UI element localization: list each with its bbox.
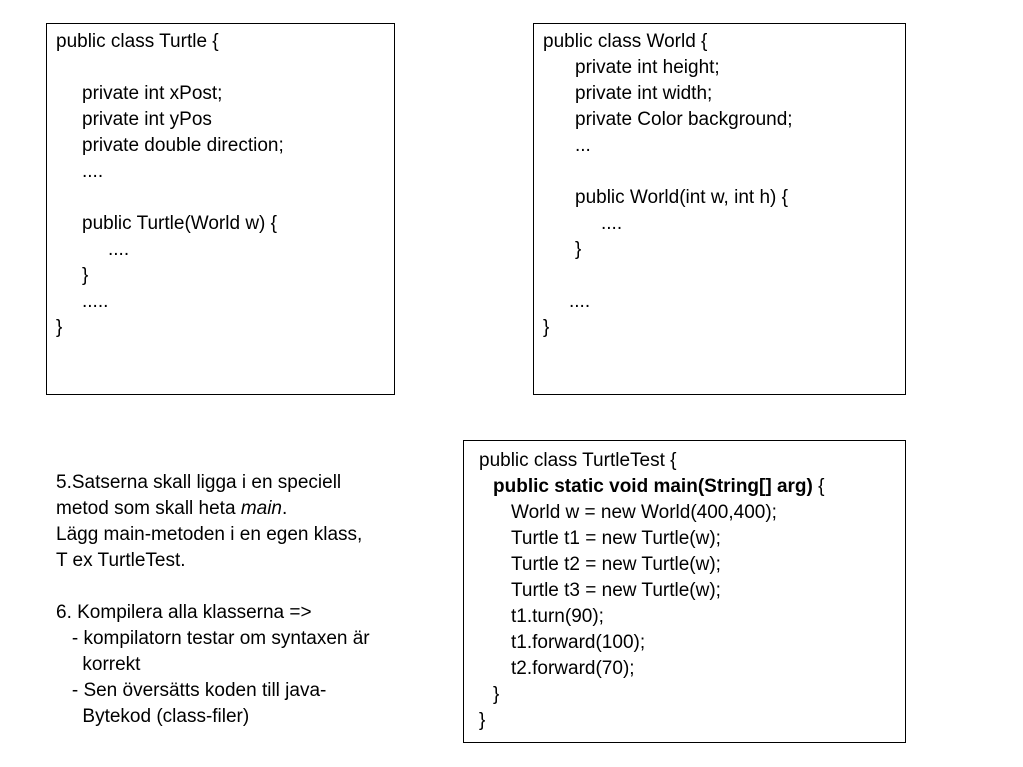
note-item-5-line: Lägg main-metoden i en egen klass, <box>56 524 363 545</box>
world-class-code-box: public class World { private int height;… <box>533 23 906 395</box>
world-code-line: } <box>543 317 550 338</box>
instructions-text: 5.Satserna skall ligga i en speciell met… <box>56 470 456 730</box>
turtle-code-line: .... <box>82 161 104 182</box>
turtle-code-line: public class Turtle { <box>56 31 219 52</box>
test-code-line: Turtle t1 = new Turtle(w); <box>511 528 721 549</box>
turtle-code-line: .... <box>108 239 130 260</box>
world-code-line: public World(int w, int h) { <box>575 187 788 208</box>
world-code-line: } <box>575 239 582 260</box>
note-item-6-line: 6. Kompilera alla klasserna => <box>56 602 312 623</box>
note-item-5-line: 5.Satserna skall ligga i en speciell <box>56 472 342 493</box>
test-code-line: t1.turn(90); <box>511 606 604 627</box>
test-code-line: Turtle t3 = new Turtle(w); <box>511 580 721 601</box>
test-code-line-main: public static void main(String[] arg) { <box>493 474 824 500</box>
turtle-code-line: } <box>56 317 63 338</box>
turtle-code-line: private double direction; <box>82 135 284 156</box>
turtle-class-code-box: public class Turtle { private int xPost;… <box>46 23 395 395</box>
test-code-line: } <box>493 684 500 705</box>
note-item-6-line: Bytekod (class-filer) <box>56 706 250 727</box>
note-item-5-line: T ex TurtleTest. <box>56 550 186 571</box>
world-code-line: private int width; <box>575 83 713 104</box>
test-code-line: } <box>479 710 486 731</box>
world-code-line: private int height; <box>575 57 720 78</box>
note-spacer <box>56 574 456 600</box>
note-item-6-line: korrekt <box>56 654 141 675</box>
main-signature: public static void main(String[] arg) <box>493 476 813 497</box>
world-code-line: private Color background; <box>575 109 793 130</box>
note-text: metod som skall heta <box>56 498 241 519</box>
test-code-line: public class TurtleTest { <box>479 450 677 471</box>
turtle-code-line: public Turtle(World w) { <box>82 213 277 234</box>
turtle-code-line: private int yPos <box>82 109 212 130</box>
test-code-line: Turtle t2 = new Turtle(w); <box>511 554 721 575</box>
note-italic-main: main <box>240 498 282 519</box>
note-item-5-line: metod som skall heta main. <box>56 496 456 522</box>
world-code-line: .... <box>569 291 591 312</box>
test-code-line: World w = new World(400,400); <box>511 502 777 523</box>
note-item-6-line: - kompilatorn testar om syntaxen är <box>56 628 370 649</box>
turtletest-class-code-box: public class TurtleTest { public static … <box>463 440 906 743</box>
note-text: . <box>282 498 288 519</box>
test-code-line: t2.forward(70); <box>511 658 635 679</box>
world-code-line: public class World { <box>543 31 708 52</box>
main-brace: { <box>812 476 825 497</box>
test-code-line: t1.forward(100); <box>511 632 646 653</box>
turtle-code-line: private int xPost; <box>82 83 223 104</box>
world-code-line: .... <box>601 213 623 234</box>
note-item-6-line: - Sen översätts koden till java- <box>56 680 327 701</box>
world-code-line: ... <box>575 135 591 156</box>
turtle-code-line: } <box>82 265 89 286</box>
turtle-code-line: ..... <box>82 291 109 312</box>
